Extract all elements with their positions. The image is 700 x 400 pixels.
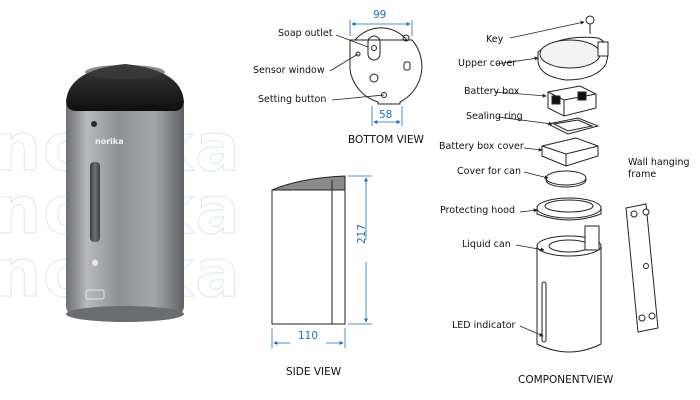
side-view-width-dimension: 110 bbox=[298, 330, 319, 342]
label-cover-for-can: Cover for can bbox=[457, 166, 521, 177]
label-soap-outlet: Soap outlet bbox=[278, 28, 333, 39]
side-view-dimensions bbox=[271, 175, 372, 348]
product-photo bbox=[66, 64, 184, 322]
label-wall-hanging-frame-line2: frame bbox=[628, 169, 657, 180]
bottom-view-title: BOTTOM VIEW bbox=[348, 134, 424, 146]
label-wall-hanging-frame-line1: Wall hanging bbox=[628, 157, 690, 168]
label-battery-box-cover: Battery box cover bbox=[439, 141, 524, 152]
component-view-title: COMPONENTVIEW bbox=[518, 374, 614, 386]
bottom-view-base-dimension: 58 bbox=[379, 109, 393, 121]
label-upper-cover: Upper cover bbox=[458, 58, 517, 69]
label-key: Key bbox=[486, 34, 504, 45]
component-leaders bbox=[494, 20, 585, 337]
label-protecting-hood: Protecting hood bbox=[440, 205, 515, 216]
label-battery-box: Battery box bbox=[464, 86, 520, 97]
component-exploded-drawing bbox=[536, 15, 659, 353]
label-led-indicator: LED indicator bbox=[452, 320, 516, 331]
dispenser-body bbox=[66, 96, 184, 316]
bottom-view-drawing bbox=[349, 27, 423, 105]
bottom-view-leaders bbox=[329, 34, 385, 101]
label-liquid-can: Liquid can bbox=[462, 239, 511, 250]
bottom-view-width-dimension: 99 bbox=[373, 9, 387, 21]
label-setting-button: Setting button bbox=[258, 94, 327, 105]
product-brand-logo: norika bbox=[95, 137, 124, 146]
side-view-drawing bbox=[271, 175, 346, 325]
side-view-height-dimension: 217 bbox=[356, 223, 368, 244]
side-view-title: SIDE VIEW bbox=[286, 366, 342, 378]
label-sensor-window: Sensor window bbox=[253, 65, 325, 76]
level-window bbox=[90, 162, 100, 242]
label-sealing-ring: Sealing ring bbox=[466, 111, 523, 122]
bottom-view-dimensions bbox=[349, 20, 413, 126]
